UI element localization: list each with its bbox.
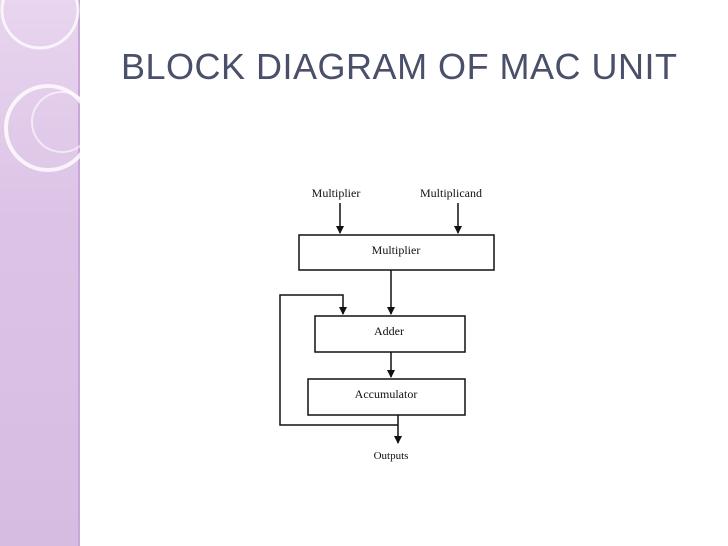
feedback-loop-arrow [279, 294, 398, 426]
input-label-multiplicand: Multiplicand [420, 186, 482, 200]
input-label-multiplier: Multiplier [312, 186, 361, 200]
slide-title: BLOCK DIAGRAM OF MAC UNIT [121, 46, 678, 87]
multiplier-block [298, 234, 495, 271]
side-divider [78, 0, 80, 546]
accumulator-block [307, 378, 466, 416]
multiplier-block-label: Multiplier [372, 243, 421, 257]
mac-block-diagram: Multiplier Multiplicand Multiplier Adder… [279, 186, 495, 462]
output-label: Outputs [374, 450, 409, 462]
adder-block-label: Adder [374, 324, 404, 338]
adder-block [314, 315, 466, 353]
accumulator-block-label: Accumulator [355, 387, 418, 401]
decorative-circles [0, 0, 93, 172]
